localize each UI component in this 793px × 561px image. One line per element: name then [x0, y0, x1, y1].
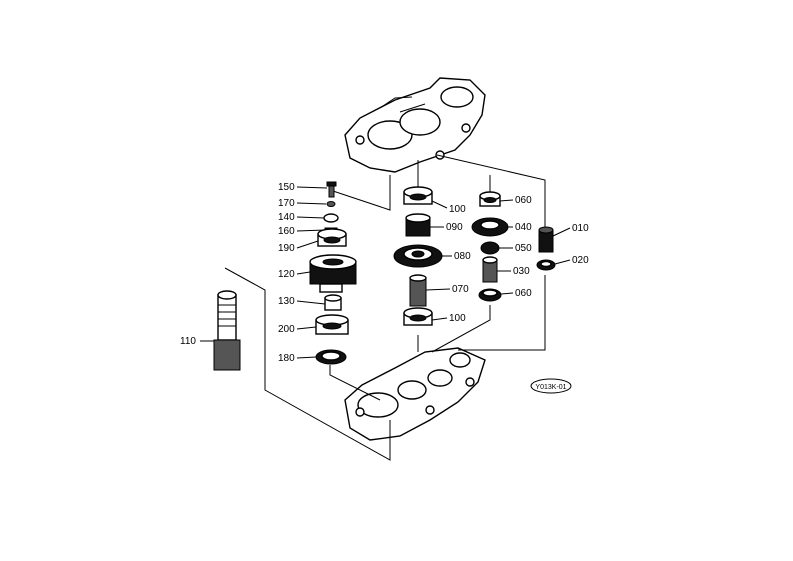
label-130: 130: [278, 296, 295, 307]
diagram-code-tag: Y013K-01: [530, 378, 572, 394]
part-170-washer: [326, 201, 336, 207]
part-190-bearing: [317, 228, 347, 247]
part-150-bolt: [326, 181, 337, 198]
label-150: 150: [278, 182, 295, 193]
label-080: 080: [454, 251, 471, 262]
label-110: 110: [180, 336, 196, 347]
part-040-gear: [471, 217, 509, 237]
part-labels: 150 170 140 160 190 120 130 200 180 110 …: [180, 182, 589, 364]
part-050-collar: [480, 241, 500, 255]
label-170: 170: [278, 198, 295, 209]
label-140: 140: [278, 212, 295, 223]
label-leaders: [200, 186, 571, 359]
label-180: 180: [278, 353, 295, 364]
upper-housing: [344, 77, 486, 173]
label-200: 200: [278, 324, 295, 335]
part-100-bearing-upper: [403, 186, 433, 205]
label-050: 050: [515, 243, 532, 254]
part-120-gear: [309, 254, 357, 293]
part-030-shaft: [482, 256, 498, 283]
label-100-upper: 100: [449, 204, 466, 215]
label-040: 040: [515, 222, 532, 233]
label-100-lower: 100: [449, 313, 466, 324]
label-120: 120: [278, 269, 295, 280]
lower-housing: [344, 347, 486, 441]
part-130-collar: [324, 294, 342, 311]
label-070: 070: [452, 284, 469, 295]
part-060-bearing-upper: [479, 191, 501, 207]
diagram-code: Y013K-01: [535, 384, 566, 391]
label-060-lower: 060: [515, 288, 532, 299]
label-090: 090: [446, 222, 463, 233]
part-080-gear: [393, 244, 443, 268]
part-090-gear: [405, 213, 431, 237]
part-110-shaft: [213, 290, 241, 371]
label-190: 190: [278, 243, 295, 254]
part-180-seal: [315, 349, 347, 365]
label-020: 020: [572, 255, 589, 266]
alignment-lines: [224, 154, 546, 461]
label-160: 160: [278, 226, 295, 237]
label-010: 010: [572, 223, 589, 234]
part-060-bearing-lower: [478, 288, 502, 302]
part-200-bearing: [315, 314, 349, 335]
part-070-shaft: [409, 274, 427, 307]
part-010-pin: [538, 226, 554, 253]
label-030: 030: [513, 266, 530, 277]
label-060-upper: 060: [515, 195, 532, 206]
part-020-washer: [536, 259, 556, 271]
part-140-washer: [323, 213, 339, 223]
part-100-bearing-lower: [403, 307, 433, 326]
